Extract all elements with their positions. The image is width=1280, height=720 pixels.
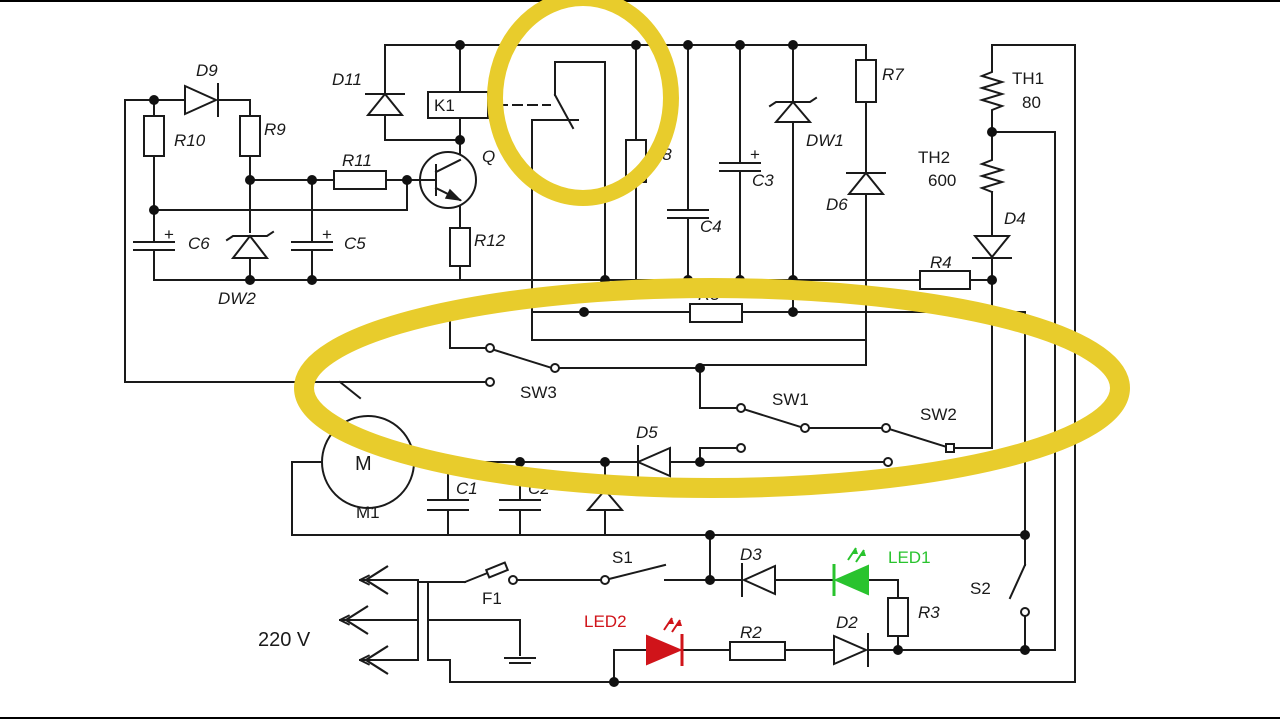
label-dw2: DW2 <box>218 289 256 308</box>
diode-d1 <box>585 488 625 511</box>
label-r4: R4 <box>930 253 952 272</box>
capacitor-c4 <box>667 44 709 281</box>
label-d6: D6 <box>826 195 848 214</box>
label-r2: R2 <box>740 623 762 642</box>
diode-d9 <box>184 83 219 117</box>
label-supply-voltage: 220 V <box>258 629 311 651</box>
label-th2: TH2 <box>918 148 950 167</box>
resistor-r11 <box>333 170 387 190</box>
middle-section-wiring <box>338 304 1026 463</box>
label-c4: C4 <box>700 217 722 236</box>
relay-k1-coil: K1 <box>427 91 551 119</box>
capacitor-c5: + <box>291 225 333 251</box>
diode-d6 <box>846 171 886 195</box>
capacitor-c1 <box>427 499 469 511</box>
label-th1: TH1 <box>1012 69 1044 88</box>
label-th2-value: 600 <box>928 171 956 190</box>
label-s1: S1 <box>612 548 633 567</box>
resistor-r5 <box>689 303 743 323</box>
label-c3: C3 <box>752 171 774 190</box>
diode-d3 <box>741 563 776 597</box>
diode-d2 <box>833 633 869 667</box>
label-c5: C5 <box>344 234 366 253</box>
fuse-f1 <box>484 561 518 585</box>
led2-red <box>646 617 684 666</box>
label-sw2: SW2 <box>920 405 957 424</box>
capacitor-c2 <box>499 499 541 511</box>
mains-plug <box>340 565 419 675</box>
switch-sw2 <box>881 423 955 453</box>
label-led1: LED1 <box>888 548 931 567</box>
resistor-r7 <box>855 59 877 103</box>
label-r12: R12 <box>474 231 506 250</box>
label-sw1: SW1 <box>772 390 809 409</box>
label-d4: D4 <box>1004 209 1026 228</box>
switch-s2 <box>1020 607 1030 617</box>
junction-dots <box>149 40 1030 687</box>
label-d11: D11 <box>332 70 362 89</box>
label-r11: R11 <box>342 151 372 170</box>
resistor-r4 <box>919 270 971 290</box>
zener-dw2 <box>225 230 275 259</box>
transistor-q <box>419 151 477 209</box>
switch-s1 <box>600 575 610 585</box>
switch-contact-lower <box>883 457 893 467</box>
motor-m1-glyph: M <box>355 453 372 475</box>
capacitor-c3: + <box>719 44 761 281</box>
led1-green <box>832 547 869 596</box>
label-q: Q <box>482 147 495 166</box>
thermistor-th1 <box>978 61 1006 116</box>
plus-c5: + <box>322 225 332 244</box>
resistor-r9 <box>239 115 261 157</box>
label-s2: S2 <box>970 579 991 598</box>
left-section-wiring <box>124 99 993 383</box>
plus-c3: + <box>750 145 760 164</box>
capacitor-c6: + <box>133 225 175 251</box>
switch-contact-d5 <box>736 443 746 453</box>
plus-c6: + <box>164 225 174 244</box>
label-th1-value: 80 <box>1022 93 1041 112</box>
label-r9: R9 <box>264 120 286 139</box>
label-d5: D5 <box>636 423 658 442</box>
label-k1: K1 <box>434 96 455 115</box>
label-sw3: SW3 <box>520 383 557 402</box>
label-r7: R7 <box>882 65 904 84</box>
thermistor-th2 <box>978 154 1006 194</box>
diode-d5 <box>635 445 671 479</box>
highlight-switch-ellipse <box>294 278 1130 498</box>
label-dw1: DW1 <box>806 131 844 150</box>
diode-d4 <box>972 235 1012 259</box>
resistor-r10 <box>143 115 165 157</box>
diode-d11 <box>365 92 405 116</box>
resistor-r2 <box>729 641 786 661</box>
label-c6: C6 <box>188 234 210 253</box>
resistor-r12 <box>449 227 471 267</box>
highlight-relay-circle <box>487 0 679 206</box>
label-d9: D9 <box>196 61 218 80</box>
zener-dw1 <box>768 44 818 313</box>
right-section-wiring <box>449 44 1076 683</box>
label-r10: R10 <box>174 131 206 150</box>
label-d3: D3 <box>740 545 762 564</box>
relay-contact <box>531 61 867 341</box>
resistor-r3 <box>887 597 909 637</box>
label-c1: C1 <box>456 479 478 498</box>
switch-sw1 <box>736 403 810 433</box>
switch-sw3 <box>485 343 560 387</box>
label-m1: M1 <box>356 503 380 522</box>
label-d2: D2 <box>836 613 858 632</box>
label-r3: R3 <box>918 603 940 622</box>
label-led2: LED2 <box>584 612 627 631</box>
label-f1: F1 <box>482 589 502 608</box>
